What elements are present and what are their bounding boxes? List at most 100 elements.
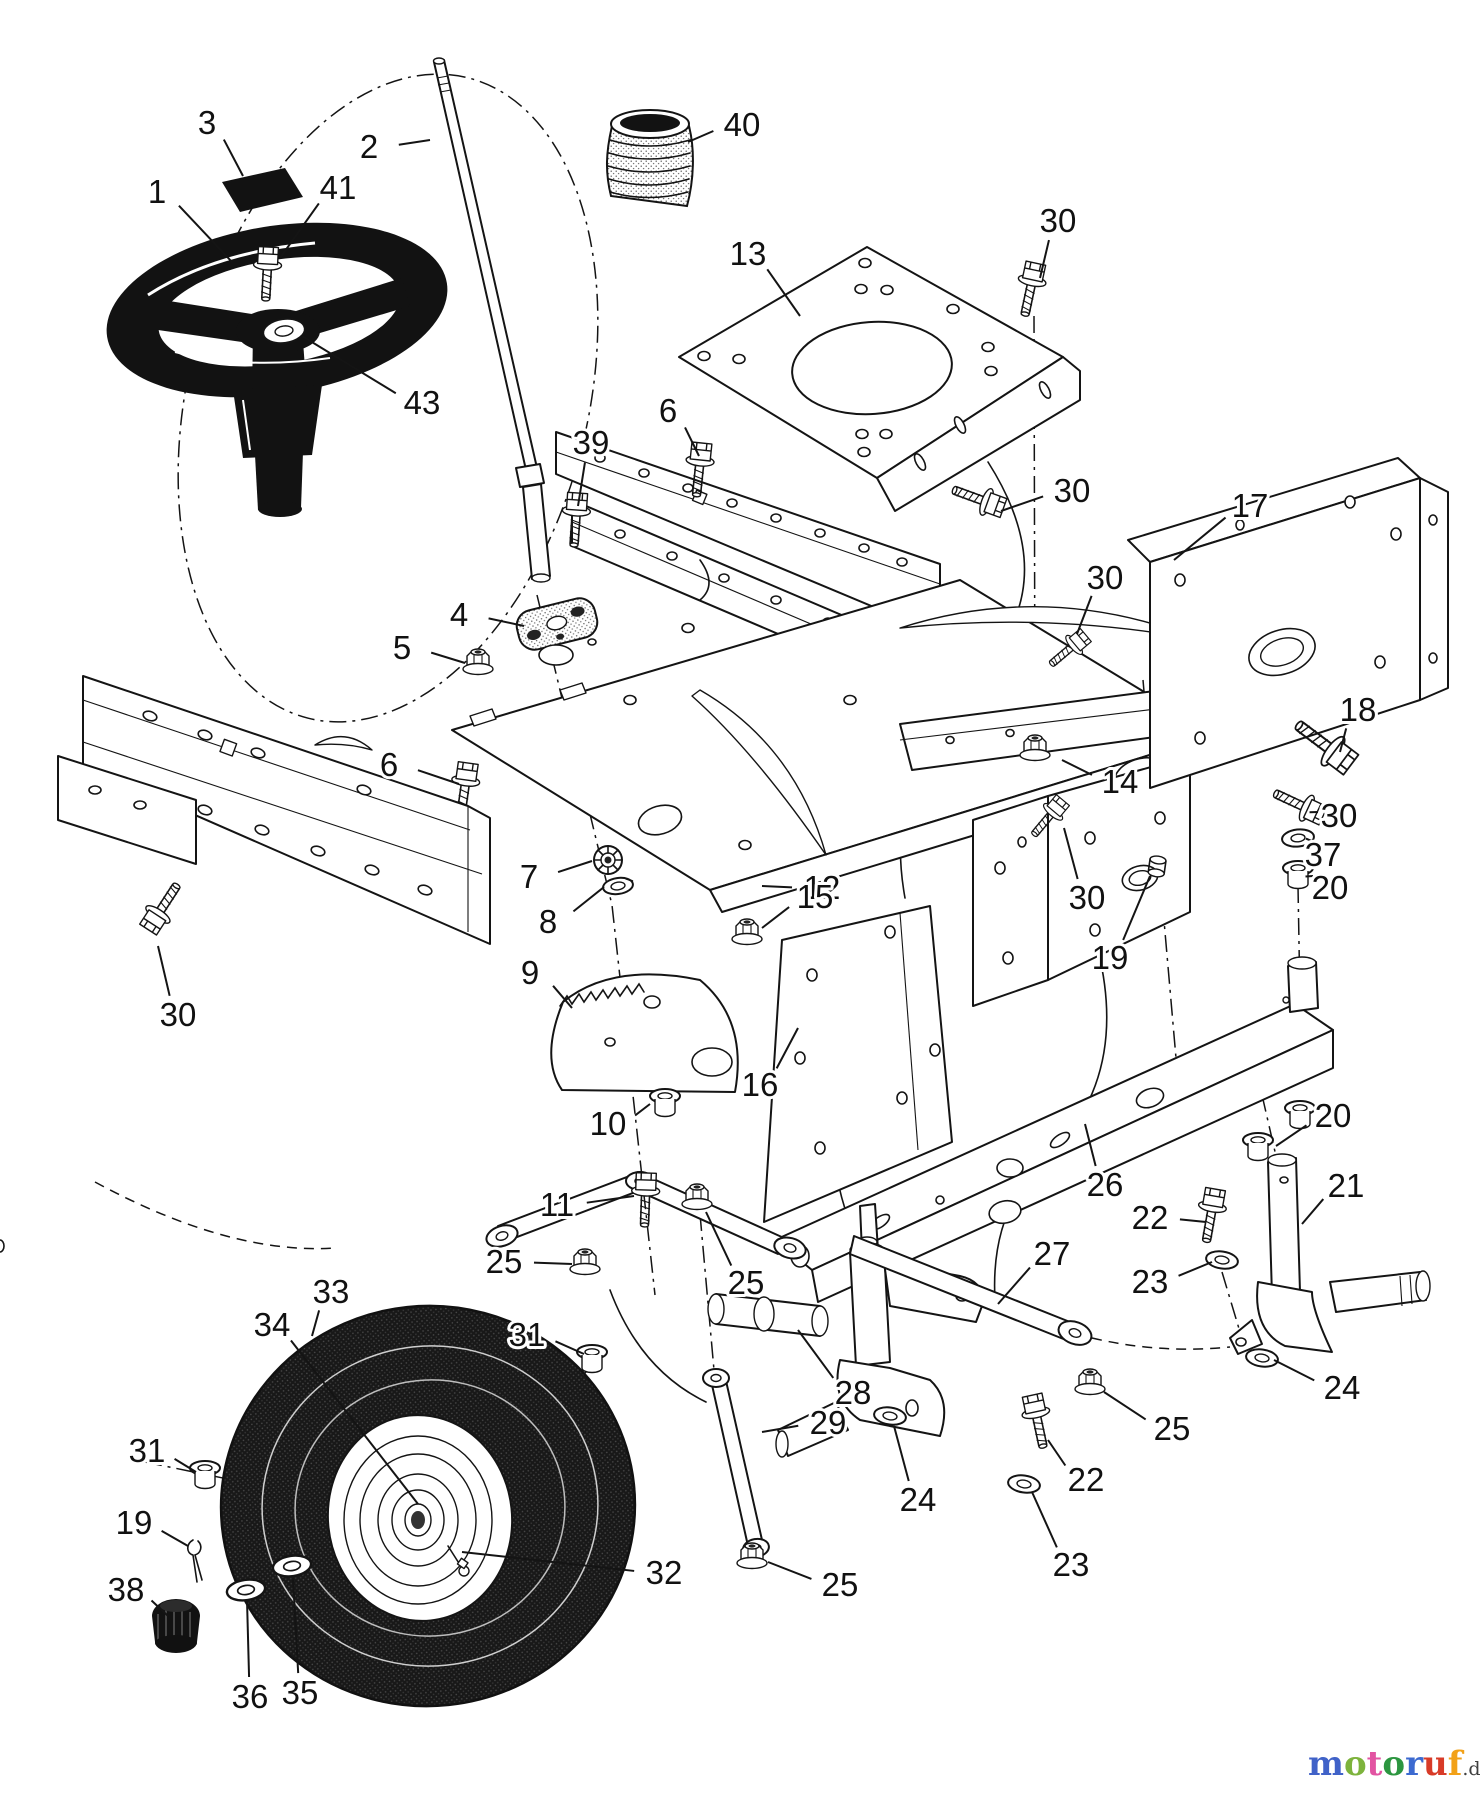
front-axle <box>0 956 1334 1303</box>
part-number-43: 43 <box>404 384 441 421</box>
callout-38-54: 38 <box>105 1568 169 1617</box>
callout-20-20: 20 <box>1305 866 1351 909</box>
seat-plate <box>678 246 1081 512</box>
part-number-1: 1 <box>148 173 166 210</box>
callout-6-8: 6 <box>656 389 700 457</box>
console-bracket <box>1127 457 1449 789</box>
watermark-logo: motoruf.de <box>1308 1744 1480 1784</box>
watermark-text: motoruf <box>1308 1744 1462 1784</box>
callout-25-39: 25 <box>1103 1391 1193 1450</box>
dash-bracket <box>763 905 953 1223</box>
part-number-24: 24 <box>1324 1369 1361 1406</box>
callout-5-11: 5 <box>390 626 466 669</box>
callout-24-48: 24 <box>893 1425 939 1521</box>
spindle-washer-right <box>1243 1346 1281 1370</box>
frame-rail-left <box>57 675 491 945</box>
watermark-letter: o <box>1382 1744 1406 1784</box>
callout-34-44: 34 <box>251 1303 419 1505</box>
arm-washer-right <box>1203 1248 1241 1272</box>
callout-10-28: 10 <box>587 1102 651 1145</box>
callout-4-10: 4 <box>447 593 525 636</box>
steering-wheel-cap <box>222 168 303 212</box>
part-number-6: 6 <box>380 746 398 783</box>
callout-12-21: 12 <box>761 866 843 909</box>
part-number-16: 16 <box>742 1066 779 1103</box>
bracket-nut <box>462 648 494 676</box>
kingpin-bushing-lower <box>1242 1132 1274 1162</box>
part-number-2: 2 <box>360 128 378 165</box>
part-number-23: 23 <box>1132 1263 1169 1300</box>
callout-30-26: 30 <box>157 945 199 1036</box>
callout-33-43: 33 <box>310 1270 352 1337</box>
callout-29-46: 29 <box>761 1401 849 1444</box>
callout-36-55: 36 <box>229 1599 271 1718</box>
part-number-30: 30 <box>1087 559 1124 596</box>
callout-25-40: 25 <box>483 1240 573 1283</box>
part-number-4: 4 <box>450 596 468 633</box>
steering-support-bracket <box>515 597 599 651</box>
part-number-8: 8 <box>539 903 557 940</box>
right-spindle <box>1229 1153 1431 1355</box>
callout-31-52: 31 <box>126 1429 197 1473</box>
seat-plate-bolt <box>1010 259 1051 320</box>
callout-37-19: 37 <box>1302 833 1345 876</box>
watermark-letter: t <box>1366 1744 1383 1784</box>
rail-bolt <box>135 875 191 938</box>
callout-28-45: 28 <box>797 1329 874 1414</box>
axle-cap <box>152 1599 200 1653</box>
part-number-20: 20 <box>1312 869 1349 906</box>
part-number-25: 25 <box>728 1264 765 1301</box>
watermark-letter: m <box>1308 1744 1344 1784</box>
part-number-24: 24 <box>900 1481 937 1518</box>
watermark-letter: r <box>1405 1744 1423 1784</box>
callout-41-3: 41 <box>279 166 359 259</box>
part-number-17: 17 <box>1232 487 1269 524</box>
part-number-13: 13 <box>730 235 767 272</box>
frame-bolt <box>947 475 1010 523</box>
part-number-28: 28 <box>835 1374 872 1411</box>
diagram-artwork <box>0 57 1449 1708</box>
arm-bolt-left <box>1017 1391 1058 1452</box>
part-number-5: 5 <box>393 629 411 666</box>
part-number-3: 3 <box>198 104 216 141</box>
part-number-22: 22 <box>1132 1199 1169 1236</box>
callout-9-25: 9 <box>518 951 573 1009</box>
callout-30-31: 30 <box>1063 827 1108 919</box>
callout-19-53: 19 <box>113 1501 189 1547</box>
part-number-18: 18 <box>1340 691 1377 728</box>
callout-22-35: 22 <box>1129 1196 1207 1239</box>
steering-bellows <box>605 109 694 208</box>
wheel-washer <box>262 317 306 345</box>
link-nut-right <box>1074 1368 1106 1396</box>
callout-30-6: 30 <box>1037 199 1079 279</box>
part-number-15: 15 <box>797 878 834 915</box>
part-number-30: 30 <box>1040 202 1077 239</box>
arm-bolt-right <box>1191 1185 1231 1246</box>
callout-24-38: 24 <box>1273 1359 1363 1409</box>
steering-pinion <box>593 845 623 875</box>
part-number-9: 9 <box>521 954 539 991</box>
callout-22-47: 22 <box>1047 1439 1107 1501</box>
callout-19-32: 19 <box>1089 875 1151 979</box>
callout-26-30: 26 <box>1084 1123 1126 1206</box>
part-number-14: 14 <box>1102 763 1139 800</box>
part-number-41: 41 <box>320 169 357 206</box>
callout-layer: 1234143403013639456303017183014372012157… <box>105 101 1380 1718</box>
callout-11-29: 11 <box>537 1183 635 1226</box>
callout-25-41: 25 <box>705 1211 767 1304</box>
callout-17-15: 17 <box>1173 484 1271 561</box>
part-number-39: 39 <box>573 424 610 461</box>
part-number-32: 32 <box>646 1554 683 1591</box>
callout-16-27: 16 <box>739 1027 799 1106</box>
tie-rod-nut <box>569 1248 601 1276</box>
wheel-bushing-right <box>576 1344 608 1374</box>
part-number-33: 33 <box>313 1273 350 1310</box>
part-number-19: 19 <box>1092 939 1129 976</box>
part-number-25: 25 <box>486 1243 523 1280</box>
callout-21-34: 21 <box>1301 1164 1367 1225</box>
callout-20-33: 20 <box>1275 1094 1354 1147</box>
callout-43-4: 43 <box>301 335 443 424</box>
part-number-30: 30 <box>1321 797 1358 834</box>
